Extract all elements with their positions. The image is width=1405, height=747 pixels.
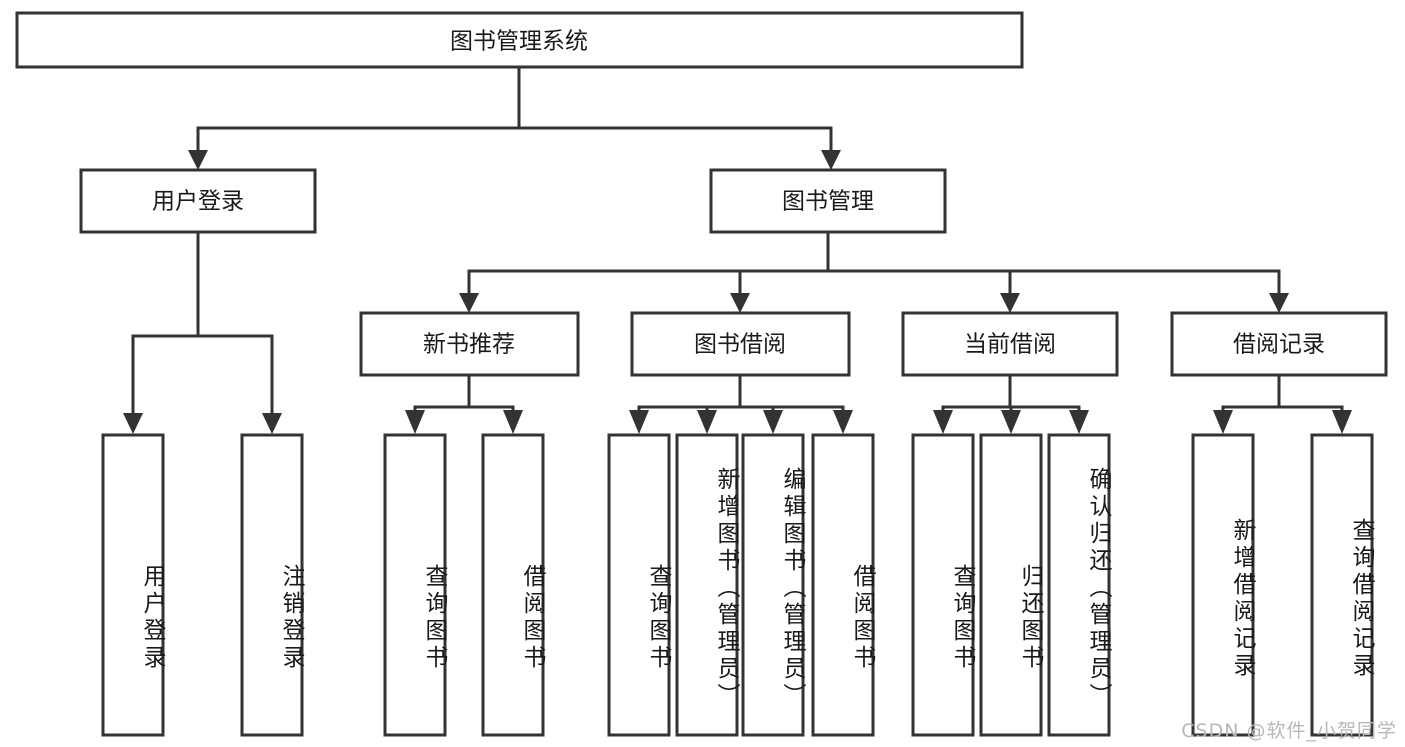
node-book-borrow-label: 图书借阅: [694, 332, 786, 358]
connector-bookborrow-to-leaves: [629, 373, 853, 434]
node-root[interactable]: 图书管理系统: [15, 11, 1024, 69]
connector-borrowrecord-to-leaves: [1213, 373, 1352, 434]
leaf-box-nb-borrow[interactable]: [481, 433, 545, 737]
node-current-borrow-label: 当前借阅: [964, 332, 1056, 358]
node-new-book-recommend[interactable]: 新书推荐: [359, 311, 580, 377]
node-root-label: 图书管理系统: [450, 29, 588, 55]
leaf-box-br-query[interactable]: [1310, 433, 1374, 737]
node-current-borrow[interactable]: 当前借阅: [901, 311, 1119, 377]
leaf-box-nb-query[interactable]: [383, 433, 447, 737]
connector-bookmgmt-to-level3: [459, 230, 1289, 313]
leaf-box-bb-edit[interactable]: [741, 433, 805, 737]
node-user-login-label: 用户登录: [152, 189, 244, 215]
node-new-book-recommend-label: 新书推荐: [423, 332, 515, 358]
node-borrow-record[interactable]: 借阅记录: [1170, 311, 1388, 377]
connector-newbook-to-leaves: [405, 373, 523, 434]
leaf-boxes: [101, 433, 1374, 737]
leaf-box-cb-query[interactable]: [911, 433, 975, 737]
leaf-box-user-login[interactable]: [101, 433, 165, 737]
node-user-login[interactable]: 用户登录: [79, 168, 317, 234]
node-book-management[interactable]: 图书管理: [709, 168, 947, 234]
leaf-box-logout[interactable]: [240, 433, 304, 737]
leaf-box-bb-borrow[interactable]: [811, 433, 875, 737]
csdn-watermark: CSDN @软件_小贺同学: [1181, 720, 1397, 742]
node-book-management-label: 图书管理: [782, 189, 874, 215]
connector-userlogin-to-leaves: [123, 230, 282, 434]
node-book-borrow[interactable]: 图书借阅: [630, 311, 851, 377]
connector-currentborrow-to-leaves: [933, 373, 1089, 434]
node-borrow-record-label: 借阅记录: [1233, 332, 1325, 358]
leaf-box-bb-query[interactable]: [607, 433, 671, 737]
connector-root-to-level2: [188, 65, 841, 170]
leaf-box-cb-return[interactable]: [979, 433, 1043, 737]
leaf-box-br-add[interactable]: [1191, 433, 1255, 737]
leaf-box-bb-add[interactable]: [675, 433, 739, 737]
leaf-box-cb-confirm[interactable]: [1047, 433, 1111, 737]
